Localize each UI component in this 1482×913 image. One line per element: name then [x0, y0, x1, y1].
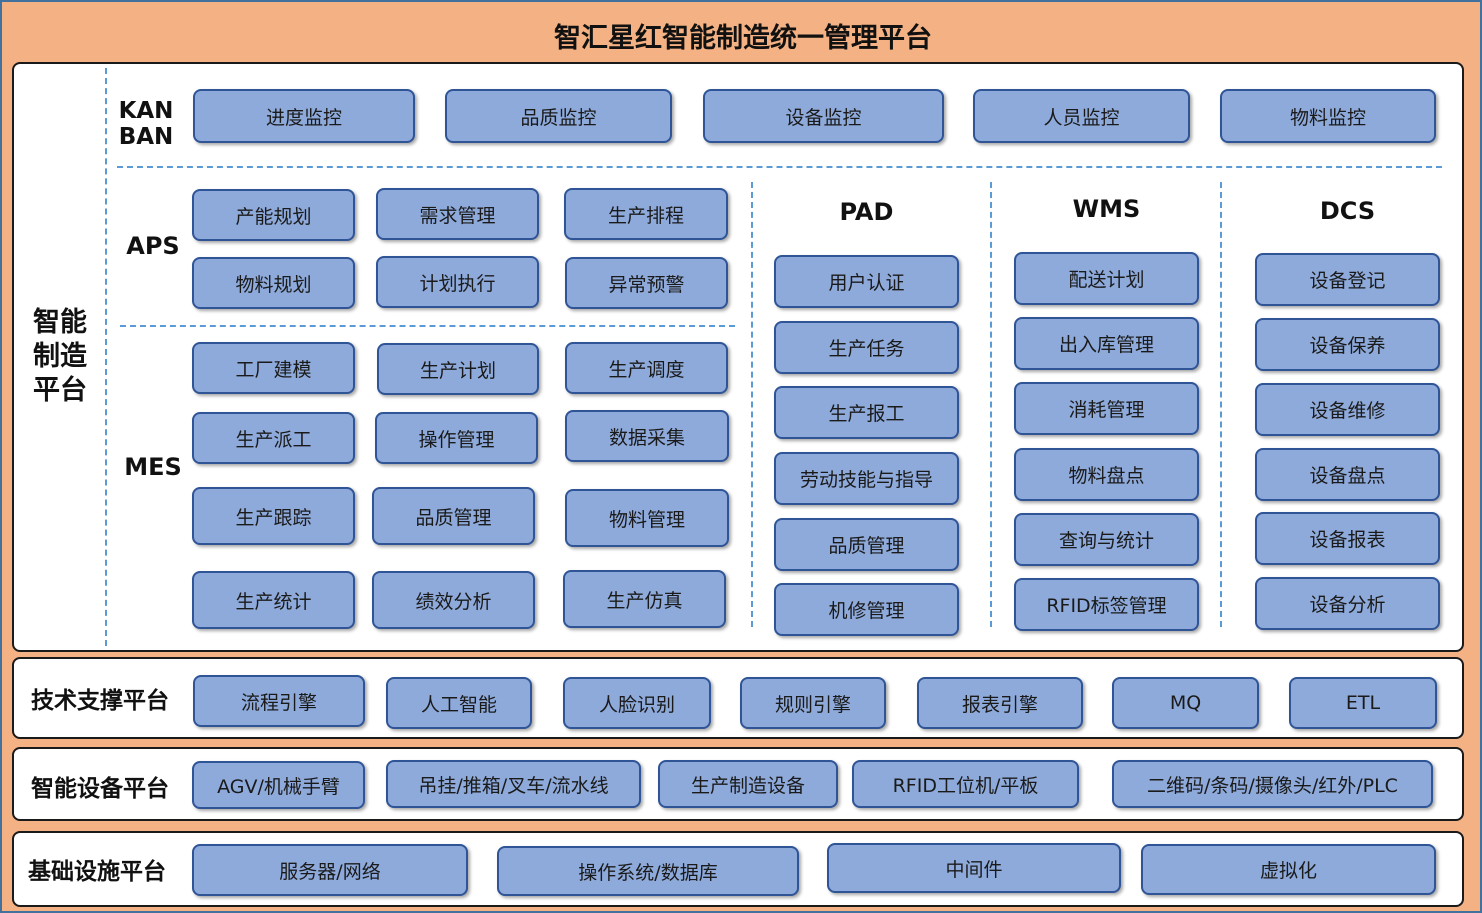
pad-divider [751, 182, 753, 627]
dcs-item[interactable]: 设备分析 [1255, 577, 1440, 630]
device-item[interactable]: AGV/机械手臂 [192, 761, 365, 809]
tech-platform-label: 技术支撑平台 [31, 688, 169, 714]
mes-item[interactable]: 工厂建模 [192, 342, 355, 394]
mes-item[interactable]: 生产跟踪 [192, 487, 355, 545]
tech-item[interactable]: 人工智能 [386, 677, 532, 729]
mes-item[interactable]: 生产派工 [192, 412, 355, 464]
left-divider [105, 68, 107, 646]
dcs-label: DCS [1319, 197, 1376, 225]
aps-item[interactable]: 生产排程 [564, 188, 728, 240]
device-item[interactable]: RFID工位机/平板 [852, 760, 1079, 808]
device-item[interactable]: 生产制造设备 [658, 760, 838, 808]
dcs-item[interactable]: 设备保养 [1255, 318, 1440, 371]
mes-item[interactable]: 品质管理 [372, 487, 535, 545]
mes-item[interactable]: 生产仿真 [563, 570, 726, 628]
mes-label: MES [124, 453, 182, 481]
pad-item[interactable]: 机修管理 [774, 583, 959, 636]
mes-item[interactable]: 生产计划 [377, 343, 539, 395]
smart-label-line: 平台 [33, 374, 87, 406]
mes-item[interactable]: 操作管理 [375, 412, 538, 464]
kanban-item-quality[interactable]: 品质监控 [445, 89, 672, 143]
aps-item[interactable]: 物料规划 [192, 257, 355, 309]
device-platform-label: 智能设备平台 [31, 776, 169, 802]
infra-item[interactable]: 操作系统/数据库 [497, 846, 799, 896]
aps-item[interactable]: 需求管理 [376, 188, 539, 240]
kanban-label-line: BAN [118, 124, 174, 150]
kanban-label: KAN BAN [114, 95, 178, 153]
pad-label: PAD [839, 198, 894, 226]
device-item[interactable]: 二维码/条码/摄像头/红外/PLC [1112, 760, 1433, 808]
dcs-divider [1220, 182, 1222, 627]
wms-label: WMS [1072, 195, 1141, 223]
aps-label: APS [126, 232, 180, 260]
pad-item[interactable]: 生产任务 [774, 321, 959, 374]
tech-item[interactable]: 规则引擎 [740, 677, 886, 729]
mes-item[interactable]: 生产调度 [565, 342, 728, 394]
infra-platform-label: 基础设施平台 [28, 859, 166, 885]
aps-item[interactable]: 异常预警 [565, 257, 728, 309]
wms-item[interactable]: 出入库管理 [1014, 317, 1199, 370]
kanban-item-personnel[interactable]: 人员监控 [973, 89, 1190, 143]
kanban-item-material[interactable]: 物料监控 [1220, 89, 1436, 143]
device-item[interactable]: 吊挂/推箱/叉车/流水线 [386, 760, 641, 808]
dcs-item[interactable]: 设备报表 [1255, 512, 1440, 565]
tech-item[interactable]: 报表引擎 [917, 677, 1083, 729]
aps-item[interactable]: 产能规划 [192, 189, 355, 241]
infra-item[interactable]: 服务器/网络 [192, 844, 468, 896]
infra-item[interactable]: 虚拟化 [1141, 844, 1436, 895]
wms-item[interactable]: 查询与统计 [1014, 513, 1199, 566]
wms-item[interactable]: RFID标签管理 [1014, 578, 1199, 631]
pad-item[interactable]: 劳动技能与指导 [774, 452, 959, 505]
wms-item[interactable]: 消耗管理 [1014, 382, 1199, 435]
diagram-title: 智汇星红智能制造统一管理平台 [554, 23, 932, 54]
mes-item[interactable]: 物料管理 [565, 489, 729, 547]
aps-item[interactable]: 计划执行 [376, 256, 539, 308]
smart-label-line: 制造 [33, 341, 87, 373]
kanban-item-progress[interactable]: 进度监控 [193, 89, 415, 143]
smart-manufacturing-label: 智能 制造 平台 [20, 302, 100, 412]
tech-item[interactable]: MQ [1112, 677, 1259, 729]
tech-item[interactable]: ETL [1289, 677, 1437, 729]
mes-item[interactable]: 绩效分析 [372, 571, 535, 629]
kanban-divider [117, 166, 1442, 168]
aps-mes-divider [120, 325, 735, 327]
dcs-item[interactable]: 设备盘点 [1255, 448, 1440, 501]
kanban-item-equipment[interactable]: 设备监控 [703, 89, 944, 143]
dcs-item[interactable]: 设备维修 [1255, 383, 1440, 436]
wms-divider [990, 182, 992, 627]
kanban-label-line: KAN [118, 97, 174, 124]
pad-item[interactable]: 用户认证 [774, 255, 959, 308]
dcs-item[interactable]: 设备登记 [1255, 253, 1440, 306]
wms-item[interactable]: 配送计划 [1014, 252, 1199, 305]
tech-item[interactable]: 人脸识别 [563, 677, 711, 729]
pad-item[interactable]: 品质管理 [774, 518, 959, 571]
smart-label-line: 智能 [33, 307, 87, 339]
wms-item[interactable]: 物料盘点 [1014, 448, 1199, 501]
infra-item[interactable]: 中间件 [827, 843, 1121, 893]
tech-item[interactable]: 流程引擎 [193, 675, 365, 727]
mes-item[interactable]: 数据采集 [565, 410, 729, 462]
mes-item[interactable]: 生产统计 [192, 571, 355, 629]
pad-item[interactable]: 生产报工 [774, 386, 959, 439]
